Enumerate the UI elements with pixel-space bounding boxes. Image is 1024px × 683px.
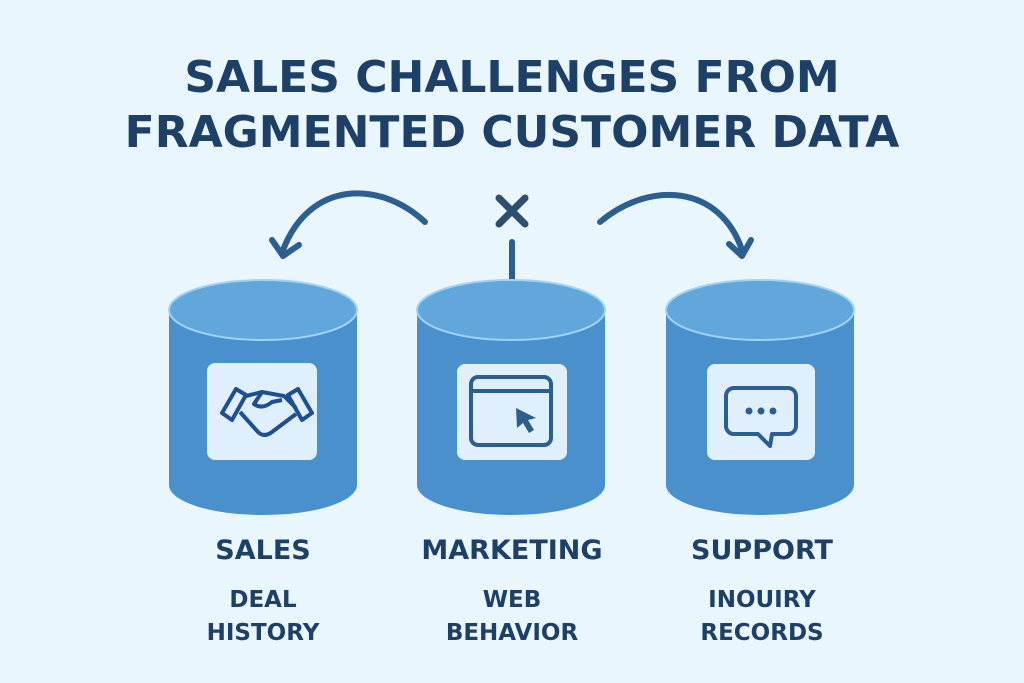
silo-sales-desc-1: DEAL	[229, 587, 297, 613]
silo-marketing-desc-2: BEHAVIOR	[446, 620, 579, 646]
silo-support-desc-1: INOUIRY	[708, 587, 816, 613]
title-line-1: SALES CHALLENGES FROM	[184, 52, 839, 103]
silo-marketing-name: MARKETING	[421, 535, 602, 566]
silo-support	[665, 279, 855, 515]
silo-marketing-desc-1: WEB	[483, 587, 542, 613]
arrowhead-left-icon	[269, 237, 302, 259]
silo-support-desc-2: RECORDS	[700, 620, 823, 646]
handshake-icon	[220, 387, 314, 437]
silo-marketing	[416, 279, 606, 515]
title-line-2: FRAGMENTED CUSTOMER DATA	[125, 107, 900, 158]
silo-sales	[168, 279, 358, 515]
silo-sales-desc-2: HISTORY	[207, 620, 320, 646]
chat-bubble-icon	[724, 386, 798, 448]
silo-sales-name: SALES	[215, 535, 310, 566]
browser-cursor-icon	[469, 375, 553, 447]
curved-arrow-right	[597, 191, 745, 253]
x-mark-icon	[495, 194, 529, 228]
silo-support-name: SUPPORT	[691, 535, 833, 566]
curved-arrow-left	[280, 190, 428, 253]
arrowhead-right-icon	[726, 237, 754, 259]
